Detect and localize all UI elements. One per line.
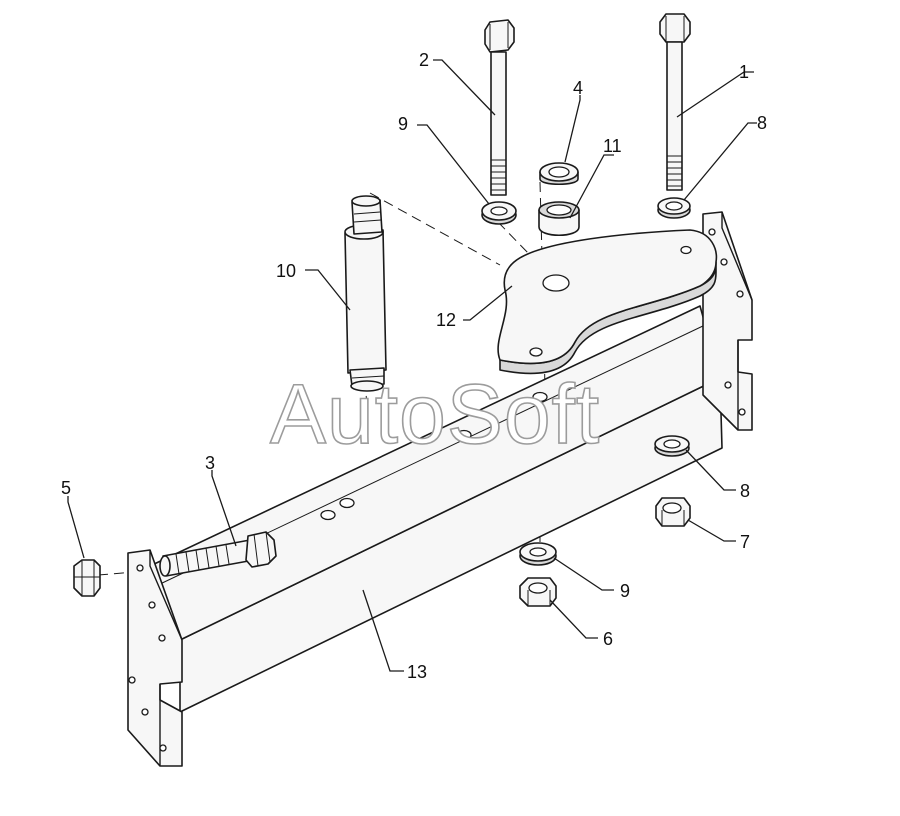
callout-10: 10 — [276, 261, 296, 281]
leader-9-upper — [417, 124, 490, 205]
leader-2 — [433, 59, 496, 116]
beam-hole — [339, 497, 355, 509]
callout-9-lower: 9 — [620, 581, 630, 601]
pin-shaft — [344, 195, 387, 392]
watermark-logo: AutoSoft — [270, 367, 600, 461]
callout-12: 12 — [436, 310, 456, 330]
bolt-1 — [659, 13, 691, 191]
beam-hole — [532, 391, 548, 403]
plate-center-hole — [542, 274, 570, 292]
left-end-flange — [127, 549, 183, 767]
bushing-11 — [538, 201, 580, 237]
beam-hole — [456, 429, 472, 441]
callout-5: 5 — [61, 478, 71, 498]
leader-lines — [67, 59, 757, 672]
beam-hole — [320, 509, 336, 521]
washer-8-lower — [654, 435, 690, 457]
leader-1 — [676, 71, 754, 118]
leader-9-lower — [553, 557, 614, 591]
leader-8-lower — [685, 449, 736, 491]
callout-4: 4 — [573, 78, 583, 98]
leader-13 — [362, 589, 404, 672]
leader-11 — [569, 154, 614, 219]
mounting-plate — [497, 229, 718, 375]
leader-7 — [687, 519, 736, 542]
plate-top-face — [497, 229, 718, 365]
callout-labels: 2 1 4 9 8 11 10 12 3 5 8 7 9 6 13 — [61, 50, 767, 682]
leader-12 — [463, 285, 513, 321]
washer-9-lower — [519, 542, 557, 566]
callout-6: 6 — [603, 629, 613, 649]
callout-3: 3 — [205, 453, 215, 473]
main-beam — [149, 288, 723, 713]
callout-8-upper: 8 — [757, 113, 767, 133]
washer-8-upper — [657, 197, 691, 219]
leader-10 — [305, 269, 351, 311]
ring-4 — [539, 162, 579, 186]
leader-3 — [211, 470, 237, 547]
nut-5 — [73, 559, 101, 597]
leader-5 — [67, 496, 85, 559]
callout-11: 11 — [603, 136, 622, 156]
callout-7: 7 — [740, 532, 750, 552]
leader-8-upper — [683, 122, 757, 201]
bolt-2 — [484, 19, 515, 196]
nut-6 — [519, 577, 557, 607]
callout-8-lower: 8 — [740, 481, 750, 501]
bolt-3 — [159, 531, 277, 577]
nut-7 — [655, 497, 691, 527]
callout-2: 2 — [419, 50, 429, 70]
leader-6 — [549, 599, 598, 639]
leader-4 — [564, 95, 581, 163]
washer-9-upper — [481, 201, 517, 225]
callout-13: 13 — [407, 662, 427, 682]
callout-1: 1 — [739, 62, 749, 82]
callout-9-upper: 9 — [398, 114, 408, 134]
pin-body — [344, 229, 387, 374]
